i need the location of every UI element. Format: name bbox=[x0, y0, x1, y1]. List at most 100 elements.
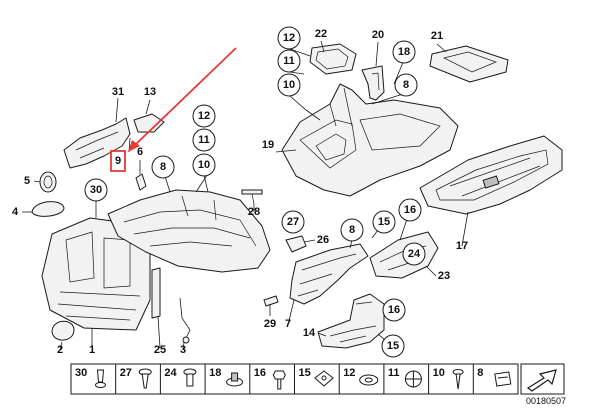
part-7-bracket bbox=[289, 243, 369, 305]
part-20-bracket bbox=[361, 65, 385, 101]
callout-16-low: 16 bbox=[398, 198, 422, 222]
callout-7: 7 bbox=[285, 318, 291, 330]
part-6-clip bbox=[135, 173, 147, 191]
legend-number: 18 bbox=[209, 367, 221, 379]
svg-text:28: 28 bbox=[248, 206, 260, 218]
callout-31: 31 bbox=[112, 86, 124, 98]
svg-text:8: 8 bbox=[403, 79, 409, 91]
svg-text:2: 2 bbox=[57, 344, 63, 356]
svg-text:15: 15 bbox=[387, 340, 399, 352]
legend-cell: 15 bbox=[294, 364, 334, 394]
red-arrow-icon bbox=[133, 47, 237, 147]
svg-text:22: 22 bbox=[315, 28, 327, 40]
callout-15-bottom: 15 bbox=[381, 334, 405, 358]
part-3-bracket bbox=[179, 297, 191, 344]
callout-15-low: 15 bbox=[372, 210, 396, 234]
svg-text:8: 8 bbox=[160, 161, 166, 173]
legend-number: 16 bbox=[254, 367, 266, 379]
svg-text:12: 12 bbox=[198, 110, 210, 122]
part-2-cover bbox=[51, 320, 75, 341]
svg-text:3: 3 bbox=[180, 344, 186, 356]
svg-text:30: 30 bbox=[90, 184, 102, 196]
legend-number: 12 bbox=[343, 367, 355, 379]
callout-22: 22 bbox=[315, 28, 327, 40]
callout-26: 26 bbox=[317, 234, 329, 246]
fastener-icon bbox=[494, 371, 512, 387]
part-17-rear-panel bbox=[419, 135, 563, 215]
svg-text:26: 26 bbox=[317, 234, 329, 246]
part-14-duct bbox=[317, 293, 385, 349]
legend-cell: 30 bbox=[75, 367, 107, 388]
callout-11-mid: 11 bbox=[192, 128, 216, 152]
svg-text:4: 4 bbox=[12, 206, 19, 218]
part-5-seal-ring bbox=[39, 171, 57, 193]
callout-30: 30 bbox=[84, 178, 108, 202]
legend-cell: 24 bbox=[159, 364, 197, 394]
callout-16-bottom: 16 bbox=[382, 298, 406, 322]
fastener-icon bbox=[452, 369, 464, 390]
callout-3: 3 bbox=[180, 344, 186, 356]
part-25-strip bbox=[151, 267, 161, 319]
fastener-icon bbox=[226, 372, 244, 387]
fastener-icon bbox=[272, 370, 286, 390]
legend-number: 15 bbox=[299, 367, 311, 379]
svg-text:9: 9 bbox=[115, 155, 121, 167]
legend-number: 24 bbox=[164, 367, 177, 379]
svg-text:11: 11 bbox=[283, 55, 295, 67]
part-1-front-frame bbox=[41, 217, 151, 331]
legend-cell: 11 bbox=[383, 364, 422, 394]
callout-14: 14 bbox=[303, 327, 316, 339]
svg-text:20: 20 bbox=[372, 29, 384, 41]
callout-10-mid: 10 bbox=[192, 153, 216, 177]
callout-21: 21 bbox=[431, 30, 443, 42]
fastener-icon bbox=[183, 368, 197, 387]
svg-text:18: 18 bbox=[398, 46, 410, 58]
part-28-screw bbox=[241, 189, 263, 205]
svg-text:14: 14 bbox=[303, 327, 316, 339]
legend-number: 11 bbox=[388, 367, 400, 379]
legend-cell: 16 bbox=[249, 364, 286, 394]
svg-text:23: 23 bbox=[438, 270, 450, 282]
callout-12-mid: 12 bbox=[192, 104, 216, 128]
svg-text:25: 25 bbox=[154, 344, 166, 356]
svg-text:16: 16 bbox=[388, 304, 400, 316]
legend-number: 27 bbox=[120, 367, 132, 379]
fastener-icon bbox=[95, 369, 107, 388]
svg-text:27: 27 bbox=[287, 216, 299, 228]
next-page-button[interactable] bbox=[520, 363, 565, 395]
callout-23: 23 bbox=[438, 270, 450, 282]
legend-cell: 10 bbox=[428, 364, 464, 394]
legend-cell: 27 bbox=[115, 364, 152, 394]
part-front-undertray bbox=[107, 189, 271, 273]
svg-text:1: 1 bbox=[89, 344, 95, 356]
hardware-legend: 30 27 24 18 16 15 12 11 10 8 00180507 bbox=[70, 363, 566, 406]
part-4-cap bbox=[31, 201, 65, 217]
legend-number: 10 bbox=[433, 367, 445, 379]
svg-text:6: 6 bbox=[137, 146, 143, 158]
svg-text:17: 17 bbox=[456, 240, 468, 252]
svg-text:13: 13 bbox=[144, 86, 156, 98]
arrow-icon bbox=[526, 369, 557, 392]
callout-19: 19 bbox=[262, 139, 274, 151]
callout-18-top: 18 bbox=[392, 40, 416, 64]
callout-9: 9 bbox=[115, 155, 121, 167]
legend-number: 30 bbox=[75, 367, 87, 379]
svg-text:11: 11 bbox=[198, 134, 210, 146]
svg-text:15: 15 bbox=[378, 216, 390, 228]
callout-27: 27 bbox=[281, 210, 305, 234]
fastener-icon bbox=[314, 370, 334, 387]
fastener-icon bbox=[359, 374, 379, 386]
part-26-clip bbox=[285, 235, 307, 253]
callout-20: 20 bbox=[372, 29, 384, 41]
legend-cell: 8 bbox=[472, 364, 512, 394]
part-29-screw bbox=[263, 295, 279, 307]
part-22-frame bbox=[309, 43, 357, 75]
highlight bbox=[110, 47, 237, 172]
callout-10-top: 10 bbox=[277, 73, 301, 97]
callout-4: 4 bbox=[12, 206, 19, 218]
reference-number: 00180507 bbox=[526, 396, 566, 406]
svg-text:12: 12 bbox=[283, 32, 295, 44]
callout-1: 1 bbox=[89, 344, 95, 356]
fastener-icon bbox=[138, 368, 152, 389]
part-21-tray bbox=[429, 45, 509, 83]
